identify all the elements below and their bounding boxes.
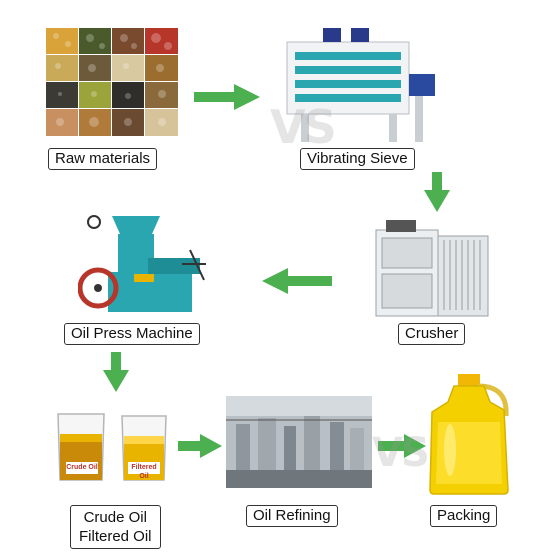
raw-materials-label: Raw materials <box>48 148 158 170</box>
arrow-right-1 <box>194 84 260 110</box>
crusher-label: Crusher <box>398 323 466 345</box>
watermark-logo-2: VS <box>372 430 430 476</box>
oil-refining-label: Oil Refining <box>246 505 338 527</box>
crusher-image <box>372 210 492 318</box>
crude-oil-beaker: Crude Oil <box>54 412 108 482</box>
crude-filtered-label: Crude Oil Filtered Oil <box>70 505 161 549</box>
arrow-down-1 <box>424 172 450 212</box>
filtered-oil-label: Filtered Oil <box>79 528 152 545</box>
crude-oil-beaker-text: Crude Oil <box>66 464 98 471</box>
arrow-down-2 <box>103 352 129 392</box>
oil-refining-image <box>226 396 372 488</box>
packing-bottle-image <box>428 372 512 496</box>
arrow-left-1 <box>262 268 332 294</box>
packing-label: Packing <box>430 505 498 527</box>
oil-press-image <box>77 212 206 316</box>
oil-press-label: Oil Press Machine <box>64 323 200 345</box>
crude-oil-label: Crude Oil <box>83 509 147 526</box>
filtered-oil-beaker-text: Filtered Oil <box>131 464 157 480</box>
arrow-right-3 <box>378 434 426 458</box>
raw-materials-image <box>46 28 178 136</box>
filtered-oil-beaker: Filtered Oil <box>118 414 170 482</box>
arrow-right-2 <box>178 434 222 458</box>
watermark-logo: VS <box>270 100 337 154</box>
vibrating-sieve-label: Vibrating Sieve <box>300 148 415 170</box>
vibrating-sieve-image <box>265 28 450 143</box>
